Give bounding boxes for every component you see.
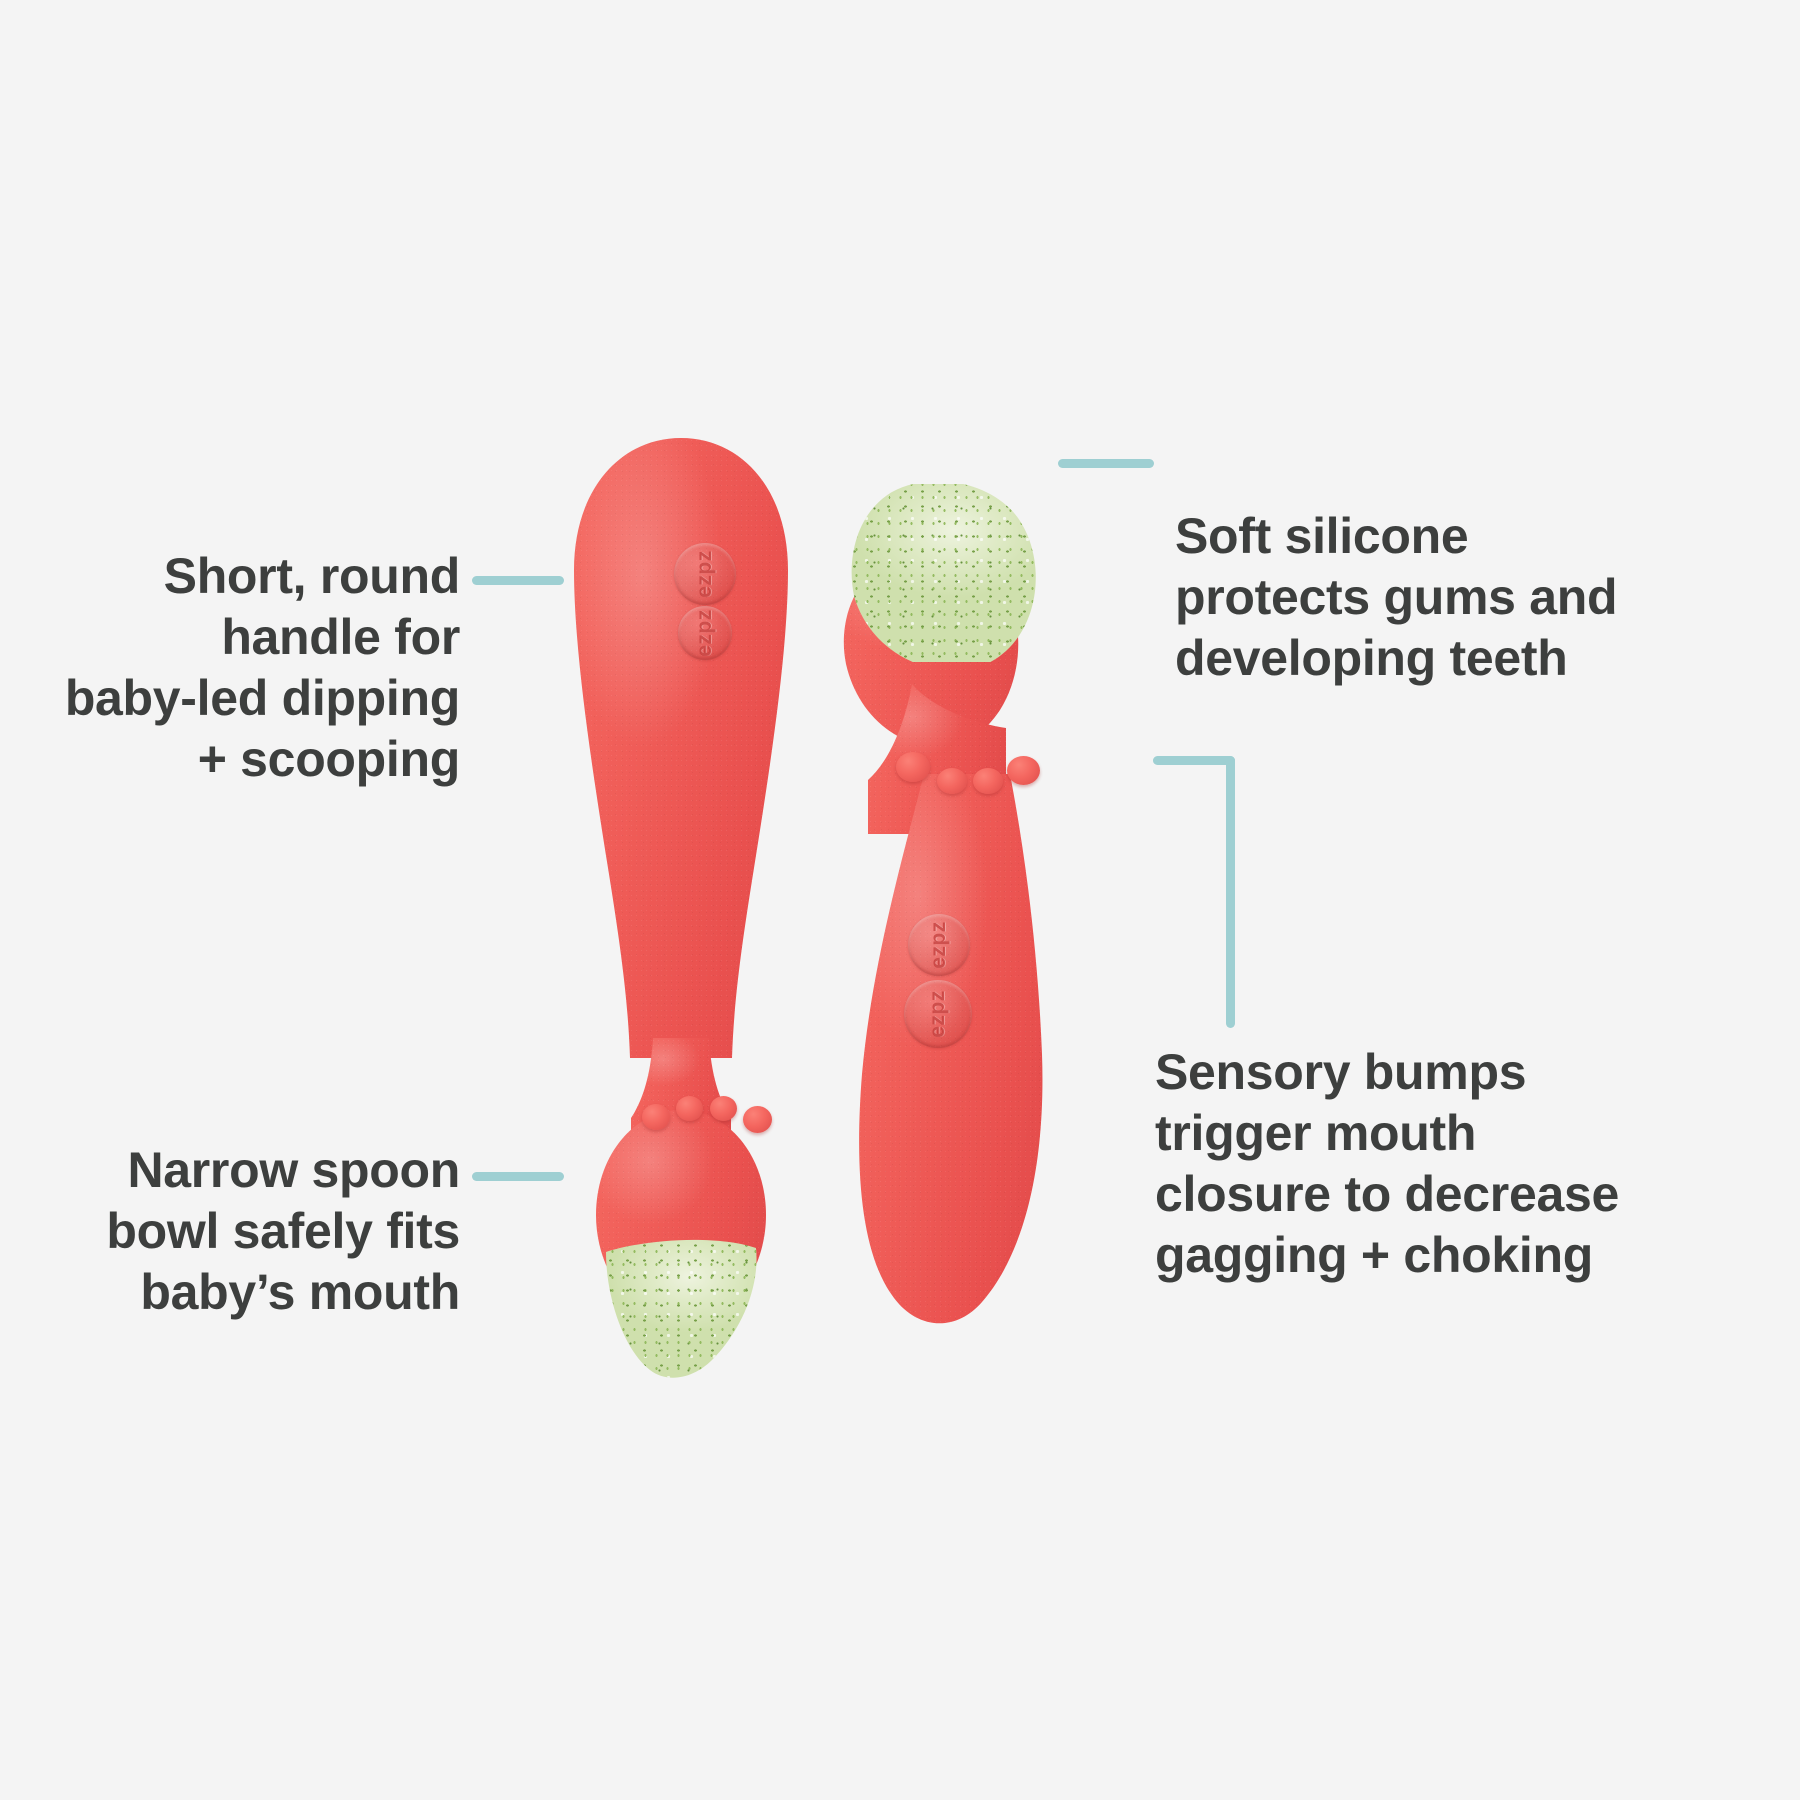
callout-short-round-handle: Short, round handle for baby-led dipping… (64, 548, 460, 787)
product-spoon-right: ezpz ezpz (820, 444, 1090, 1324)
callout-narrow-spoon-bowl: Narrow spoon bowl safely fits baby’s mou… (106, 1142, 460, 1320)
sensory-bump (1007, 756, 1040, 785)
ezpz-logo-icon: ezpz (678, 606, 732, 660)
leader-line-silicone (1058, 459, 1154, 468)
callout-soft-silicone: Soft silicone protects gums and developi… (1175, 508, 1618, 686)
leader-line-bumps-horizontal (1153, 756, 1235, 765)
spoon-left-puree (602, 1238, 760, 1386)
leader-line-bowl (472, 1172, 564, 1181)
sensory-bump (642, 1104, 670, 1130)
callout-sensory-bumps: Sensory bumps trigger mouth closure to d… (1155, 1044, 1619, 1283)
sensory-bump (937, 768, 967, 794)
ezpz-logo-icon: ezpz (904, 980, 972, 1048)
leader-line-bumps-vertical (1226, 756, 1235, 1028)
product-spoon-left: ezpz ezpz (556, 438, 806, 1258)
spoon-left-handle (574, 438, 788, 1058)
ezpz-logo-text: ezpz (692, 609, 716, 657)
ezpz-logo-text: ezpz (692, 550, 716, 598)
sensory-bump (710, 1096, 737, 1121)
ezpz-logo-icon: ezpz (674, 543, 736, 605)
sensory-bump (896, 752, 930, 782)
ezpz-logo-text: ezpz (926, 921, 950, 969)
ezpz-logo-text: ezpz (925, 990, 949, 1038)
leader-line-handle (472, 576, 564, 585)
sensory-bump (973, 768, 1003, 794)
sensory-bump (676, 1096, 703, 1121)
spoon-right-puree (846, 484, 1042, 662)
sensory-bump (743, 1106, 772, 1133)
spoon-right-handle (858, 774, 1046, 1324)
ezpz-logo-icon: ezpz (908, 914, 970, 976)
